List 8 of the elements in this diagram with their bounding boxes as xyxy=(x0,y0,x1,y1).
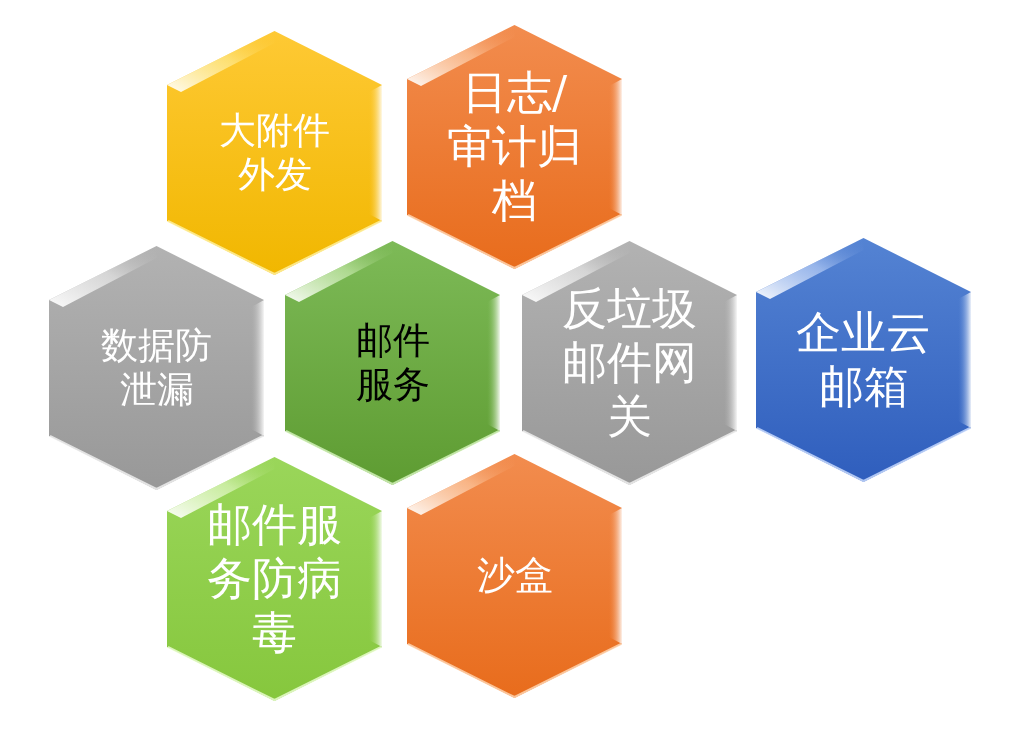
hexagon-label: 反垃圾邮件网关 xyxy=(561,282,698,444)
hexagon-label: 沙盒 xyxy=(475,553,554,599)
hexagon-label: 日志/审计归档 xyxy=(446,66,583,228)
hexagon-label: 企业云邮箱 xyxy=(795,306,932,414)
hexagon-label: 数据防泄漏 xyxy=(100,323,213,413)
hexagon-label: 邮件服务防病毒 xyxy=(206,498,343,660)
hexagon-label: 邮件服务 xyxy=(354,318,431,408)
hexagon-label: 大附件外发 xyxy=(218,108,331,198)
